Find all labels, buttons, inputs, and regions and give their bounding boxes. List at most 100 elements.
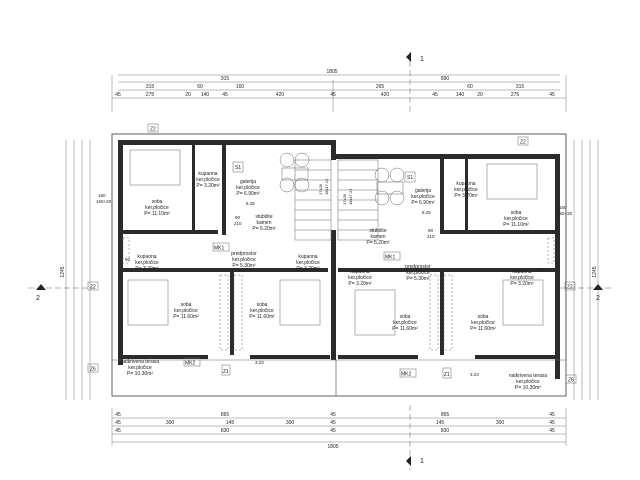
svg-text:P= 11.10m²: P= 11.10m² xyxy=(503,222,529,228)
staircase-left: 17x28 18x17.22 xyxy=(294,159,332,241)
dim-top-r4-2: 20 xyxy=(185,92,191,98)
building-outline xyxy=(111,133,567,397)
room-soba-tr: soba ker.pločice P= 11.10m² xyxy=(503,210,529,228)
stair-right-dim-a: 17x28 xyxy=(342,193,347,205)
dim-top-r3-e: 60 xyxy=(467,84,473,90)
svg-text:ker.pločice: ker.pločice xyxy=(135,260,159,266)
svg-text:ker.pločice: ker.pločice xyxy=(250,308,274,314)
dim-bot-r1-3: 865 xyxy=(441,412,450,418)
dim-bot-r2-1: 300 xyxy=(166,420,175,426)
svg-text:stubište: stubište xyxy=(255,214,272,220)
dim-top-r4-11: 275 xyxy=(511,92,520,98)
svg-text:ker.pločice: ker.pločice xyxy=(296,260,320,266)
dim-top-r2-b: 890 xyxy=(441,76,450,82)
svg-text:P= 11.60m²: P= 11.60m² xyxy=(173,314,199,320)
tag-z6-left: Z6 xyxy=(90,367,96,373)
dim-top-r4-4: 45 xyxy=(222,92,228,98)
section-1-label-top: 1 xyxy=(420,56,424,63)
dim-top-r4-1: 275 xyxy=(146,92,155,98)
room-soba-br2: soba ker.pločice P= 11.60m² xyxy=(470,314,496,332)
svg-text:kamen: kamen xyxy=(256,220,271,226)
opening-dim-60-l: 60 xyxy=(125,257,131,262)
dim-left-total: 1245 xyxy=(60,266,66,277)
dim-top-r4-9: 140 xyxy=(456,92,465,98)
dim-top-r2-a: 915 xyxy=(221,76,230,82)
svg-text:stubište: stubište xyxy=(369,228,386,234)
tag-z1-left: Z1 xyxy=(223,369,229,375)
svg-text:P= 3.20m²: P= 3.20m² xyxy=(135,266,159,272)
svg-text:soba: soba xyxy=(257,302,268,308)
wardrobes xyxy=(122,237,555,351)
room-soba-br1: soba ker.pločice P= 11.60m² xyxy=(392,314,418,332)
dim-top-r4-12: 45 xyxy=(549,92,555,98)
level-markers: 8.25 8.25 3.23 3.23 xyxy=(246,201,479,377)
stair-left-dim-a: 17x28 xyxy=(318,183,323,195)
opening-dim-90-l: 90 xyxy=(235,215,241,220)
dim-top-r4-8: 45 xyxy=(432,92,438,98)
dim-bot-r3-4: 45 xyxy=(549,428,555,434)
dim-bot-r2-3: 300 xyxy=(286,420,295,426)
tag-z2-right: Z2 xyxy=(567,285,573,291)
level-mark-1: 8.25 xyxy=(246,201,255,206)
dim-top-r3-f: 315 xyxy=(516,84,525,90)
room-stubiste-r: stubište kamen P= 5.20m² xyxy=(366,228,390,246)
svg-text:soba: soba xyxy=(181,302,192,308)
dim-bot-r2-5: 145 xyxy=(436,420,445,426)
stair-right-dim-b: 18x17.22 xyxy=(348,188,353,205)
svg-text:ker.pločice: ker.pločice xyxy=(504,216,528,222)
opening-dim-210-l: 210 xyxy=(234,221,242,226)
opening-dim-160b-l: 160+20 xyxy=(96,199,112,204)
svg-text:P= 11.10m²: P= 11.10m² xyxy=(144,211,170,217)
dim-top-r4-10: 20 xyxy=(477,92,483,98)
room-kupaona-mc: kupaona ker.pločice P= 3.20m² xyxy=(296,254,320,272)
dim-bot-r1-2: 45 xyxy=(330,412,336,418)
svg-text:ker.pločice: ker.pločice xyxy=(174,308,198,314)
dim-bot-r2-4: 45 xyxy=(330,420,336,426)
section-1-label-bottom: 1 xyxy=(420,458,424,465)
dim-bot-r3-0: 45 xyxy=(115,428,121,434)
level-mark-2: 8.25 xyxy=(422,210,431,215)
tag-mk1-left: MK1 xyxy=(214,246,225,252)
tag-z6-right: Z6 xyxy=(568,378,574,384)
room-galerija-l: galerija ker.pločice P= 6.90m² xyxy=(236,179,260,197)
dim-top-r3-b: 60 xyxy=(197,84,203,90)
bottom-dimensions: 45 865 45 865 45 45 300 145 300 45 145 3… xyxy=(111,408,567,450)
svg-text:ker.pločice: ker.pločice xyxy=(406,270,430,276)
stair-left-dim-b: 18x17.22 xyxy=(324,178,329,195)
room-predprostor-l: predprostor ker.pločice P= 5.30m² xyxy=(231,251,257,269)
svg-text:P= 3.20m²: P= 3.20m² xyxy=(454,193,478,199)
svg-text:P= 10.30m²: P= 10.30m² xyxy=(515,385,541,391)
svg-text:P= 6.90m²: P= 6.90m² xyxy=(411,200,435,206)
svg-text:P= 5.30m²: P= 5.30m² xyxy=(406,276,430,282)
dim-top-r4-6: 45 xyxy=(330,92,336,98)
room-terasa-l: natkrivena terasa ker.pločice P= 10.30m² xyxy=(121,359,160,377)
svg-text:natkrivena terasa: natkrivena terasa xyxy=(509,373,548,379)
beds xyxy=(127,149,544,336)
room-terasa-r: natkrivena terasa ker.pločice P= 10.30m² xyxy=(509,373,548,391)
tag-s1-left: S1 xyxy=(235,165,241,171)
tags: Z2 Z2 Z2 Z2 Z6 Z6 Z1 Z1 MK1 MK1 MK2 MK2 … xyxy=(87,123,577,384)
room-soba-bl1: soba ker.pločice P= 11.60m² xyxy=(173,302,199,320)
svg-text:soba: soba xyxy=(478,314,489,320)
svg-text:soba: soba xyxy=(511,210,522,216)
dim-bot-r3-2: 45 xyxy=(330,428,336,434)
staircase-right: 17x28 18x17.22 xyxy=(337,159,379,241)
svg-text:ker.pločice: ker.pločice xyxy=(236,185,260,191)
room-stubiste-l: stubište kamen P= 5.20m² xyxy=(252,214,276,232)
tag-z1-right: Z1 xyxy=(444,372,450,378)
svg-text:P= 11.60m²: P= 11.60m² xyxy=(470,326,496,332)
room-kupaona-mr2: kupaona ker.pločice P= 3.20m² xyxy=(510,269,534,287)
svg-text:P= 3.20m²: P= 3.20m² xyxy=(348,281,372,287)
opening-dim-210-r: 210 xyxy=(427,234,435,239)
dim-top-r4-5: 420 xyxy=(276,92,285,98)
section-marker-1: 1 1 xyxy=(406,52,424,470)
room-kupaona-tr: kupaona ker.pločice P= 3.20m² xyxy=(454,181,478,199)
svg-text:natkrivena terasa: natkrivena terasa xyxy=(121,359,160,365)
dim-bot-r1-1: 865 xyxy=(221,412,230,418)
dim-bot-r3-3: 830 xyxy=(441,428,450,434)
svg-text:P= 3.20m²: P= 3.20m² xyxy=(296,266,320,272)
svg-text:kupaona: kupaona xyxy=(198,171,217,177)
dim-top-r4-0: 45 xyxy=(115,92,121,98)
room-galerija-r: galerija ker.pločice P= 6.90m² xyxy=(411,188,435,206)
svg-text:P= 3.20m²: P= 3.20m² xyxy=(510,281,534,287)
